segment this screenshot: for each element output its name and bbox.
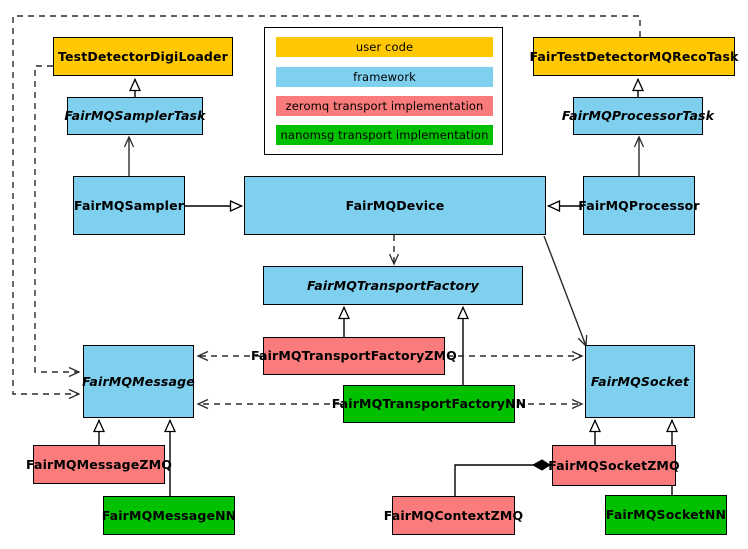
node-fairmqsampler[interactable]: FairMQSampler	[73, 176, 185, 235]
node-fairmqsamplertask[interactable]: FairMQSamplerTask	[64, 97, 205, 135]
legend-item-zeromq: zeromq transport implementation	[276, 96, 493, 116]
legend-label-nanomsg: nanomsg transport implementation	[280, 128, 489, 142]
node-fairmqtransportfactoryzmq[interactable]: FairMQTransportFactoryZMQ	[251, 337, 457, 375]
node-fairmqsocketzmq[interactable]: FairMQSocketZMQ	[548, 445, 680, 486]
legend-label-zeromq: zeromq transport implementation	[285, 99, 484, 113]
node-fairmqtransportfactory[interactable]: FairMQTransportFactory	[263, 266, 523, 305]
legend-label-user-code: user code	[355, 40, 414, 54]
legend-label-framework: framework	[353, 70, 416, 84]
node-fairtestdetectormqrecotask[interactable]: FairTestDetectorMQRecoTask	[529, 37, 738, 76]
node-fairmqdevice[interactable]: FairMQDevice	[244, 176, 546, 235]
node-fairmqmessagezmq[interactable]: FairMQMessageZMQ	[26, 445, 172, 484]
node-testdetectordigiloader[interactable]: TestDetectorDigiLoader	[53, 37, 233, 76]
node-fairmqsocket[interactable]: FairMQSocket	[585, 345, 695, 418]
legend-item-user-code: user code	[276, 37, 493, 57]
node-fairmqmessage[interactable]: FairMQMessage	[82, 345, 195, 418]
node-fairmqprocessor[interactable]: FairMQProcessor	[578, 176, 700, 235]
edge-device-socket	[543, 235, 588, 348]
node-fairmqsocketnn[interactable]: FairMQSocketNN	[605, 495, 727, 535]
node-fairmqcontextzmq[interactable]: FairMQContextZMQ	[384, 496, 523, 535]
legend-item-nanomsg: nanomsg transport implementation	[276, 125, 493, 145]
legend-item-framework: framework	[276, 67, 493, 87]
legend-panel: user code framework zeromq transport imp…	[264, 27, 503, 155]
node-fairmqmessagenn[interactable]: FairMQMessageNN	[102, 496, 236, 535]
edge-socketzmq-contextzmq	[454, 459, 551, 496]
node-fairmqprocessortask[interactable]: FairMQProcessorTask	[562, 97, 714, 135]
node-fairmqtransportfactorynn[interactable]: FairMQTransportFactoryNN	[332, 385, 526, 423]
